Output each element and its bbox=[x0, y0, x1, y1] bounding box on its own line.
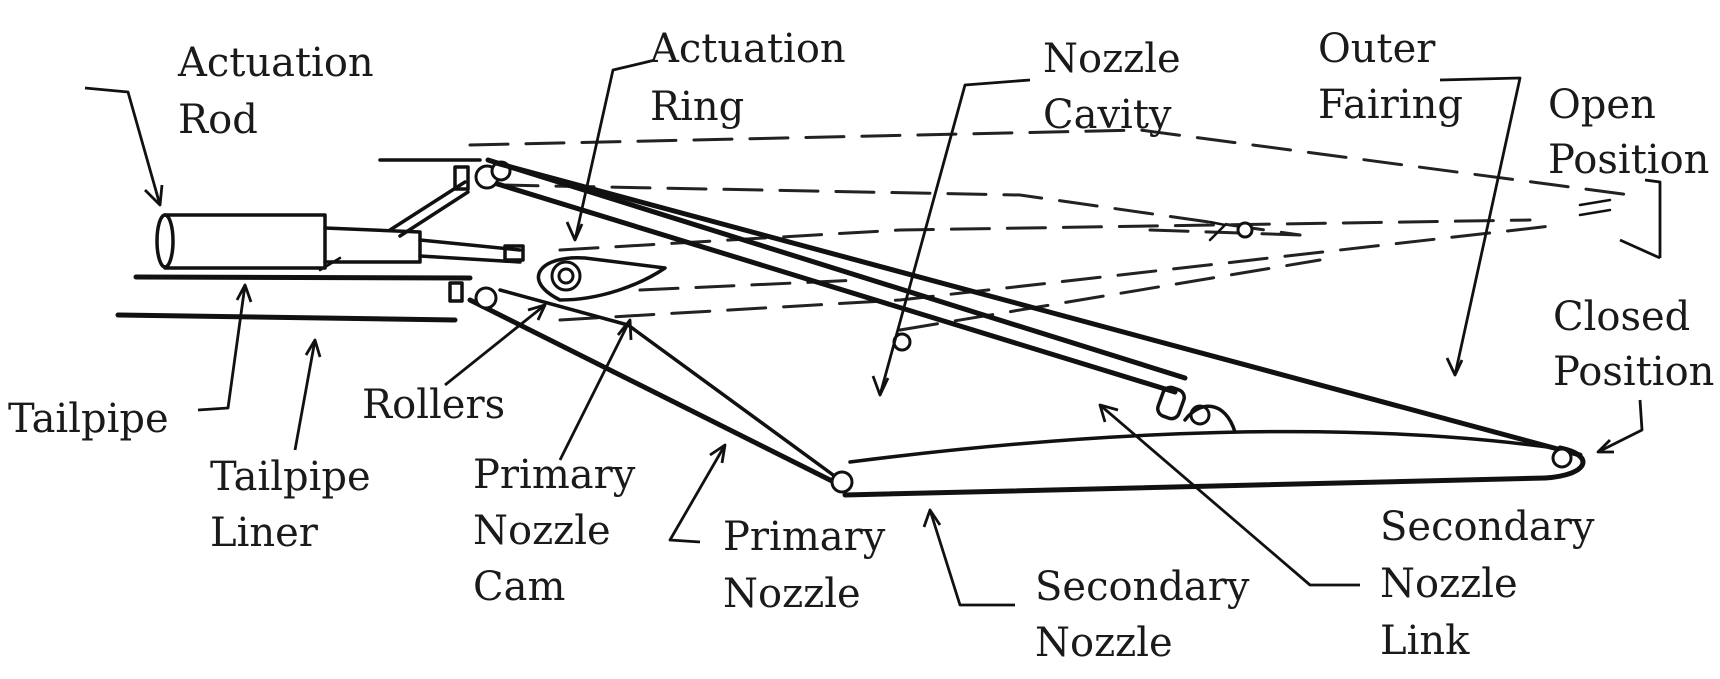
label-actuation-ring-line2: Ring bbox=[650, 84, 744, 130]
label-closed-position-line1: Closed bbox=[1553, 294, 1690, 340]
label-secondary-nozzle-link-line2: Nozzle bbox=[1380, 561, 1518, 607]
label-outer-fairing-line1: Outer bbox=[1318, 26, 1436, 72]
actuation-ring-shape bbox=[388, 165, 470, 303]
outer-fairing-shape bbox=[493, 160, 1583, 458]
tailpipe-assembly bbox=[115, 158, 482, 323]
label-actuation-rod-line1: Actuation bbox=[177, 40, 374, 86]
label-nozzle-cavity-line1: Nozzle bbox=[1043, 36, 1181, 82]
label-outer-fairing-line2: Fairing bbox=[1318, 82, 1463, 128]
label-actuation-rod: Actuation Rod bbox=[177, 40, 374, 143]
secondary-nozzle-link-shape bbox=[474, 157, 1237, 434]
label-tailpipe-liner: Tailpipe Liner bbox=[210, 454, 371, 556]
label-primary-nozzle: Primary Nozzle bbox=[723, 514, 886, 617]
label-actuation-ring: Actuation Ring bbox=[649, 26, 846, 130]
primary-nozzle-cam-shape bbox=[536, 256, 667, 302]
label-primary-nozzle-cam-line1: Primary bbox=[473, 452, 636, 498]
label-actuation-ring-line1: Actuation bbox=[649, 26, 846, 72]
secondary-nozzle-shape bbox=[842, 429, 1586, 498]
label-open-position-line2: Position bbox=[1548, 137, 1709, 183]
label-closed-position-line2: Position bbox=[1553, 349, 1714, 395]
label-actuation-rod-line2: Rod bbox=[178, 97, 258, 143]
label-tailpipe-liner-line1: Tailpipe bbox=[210, 454, 371, 500]
label-secondary-nozzle-link-line1: Secondary bbox=[1380, 504, 1595, 550]
label-rollers-line1: Rollers bbox=[362, 382, 505, 428]
label-secondary-nozzle-link-line3: Link bbox=[1380, 618, 1470, 664]
label-tailpipe-liner-line2: Liner bbox=[210, 510, 319, 556]
label-outer-fairing: Outer Fairing bbox=[1318, 26, 1463, 128]
label-open-position: Open Position bbox=[1548, 82, 1709, 183]
label-primary-nozzle-cam: Primary Nozzle Cam bbox=[473, 452, 636, 610]
label-secondary-nozzle-line1: Secondary bbox=[1035, 564, 1250, 610]
label-nozzle-cavity: Nozzle Cavity bbox=[1043, 36, 1181, 138]
label-primary-nozzle-line1: Primary bbox=[723, 514, 886, 560]
label-tailpipe: Tailpipe bbox=[8, 396, 169, 442]
actuation-rod-shape bbox=[155, 213, 525, 272]
label-closed-position: Closed Position bbox=[1553, 294, 1714, 395]
leader-lines bbox=[84, 58, 1662, 607]
label-secondary-nozzle-link: Secondary Nozzle Link bbox=[1380, 504, 1595, 664]
label-secondary-nozzle-line2: Nozzle bbox=[1035, 620, 1173, 666]
label-tailpipe-line1: Tailpipe bbox=[8, 396, 169, 442]
label-open-position-line1: Open bbox=[1548, 82, 1656, 128]
label-nozzle-cavity-line2: Cavity bbox=[1043, 92, 1172, 138]
label-primary-nozzle-cam-line3: Cam bbox=[473, 564, 565, 610]
label-rollers: Rollers bbox=[362, 382, 505, 428]
label-secondary-nozzle: Secondary Nozzle bbox=[1035, 564, 1250, 666]
label-primary-nozzle-cam-line2: Nozzle bbox=[473, 508, 611, 554]
label-primary-nozzle-line2: Nozzle bbox=[723, 571, 861, 617]
